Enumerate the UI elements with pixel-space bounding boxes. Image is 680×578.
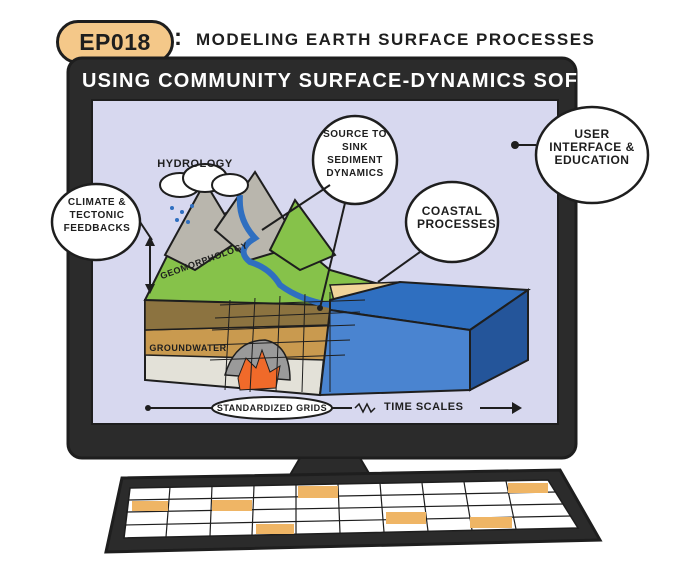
grid-overlay [209, 292, 366, 393]
ocean-side [469, 288, 529, 392]
label-hydrology: HYDROLOGY [157, 158, 233, 170]
river [236, 194, 331, 308]
label-source-to-sink: SOURCE TO SINK SEDIMENT DYNAMICS [323, 129, 387, 179]
episode-title: MODELING EARTH SURFACE PROCESSES [196, 30, 596, 49]
label-climate: CLIMATE & TECTONIC FEEDBACKS [63, 197, 131, 234]
hill-right [268, 198, 337, 272]
cloud [159, 163, 249, 198]
bubble-user-interface [534, 105, 650, 205]
label-time-scales: TIME SCALES [384, 401, 464, 413]
screen-title: USING COMMUNITY SURFACE-DYNAMICS SOFTWAR… [82, 70, 657, 92]
label-user-interface: USER INTERFACE & EDUCATION [549, 127, 635, 167]
bubble-coastal [404, 180, 500, 264]
label-coastal: COASTAL PROCESSES [417, 204, 497, 231]
episode-colon: : [174, 24, 183, 51]
keyboard-orange-keys [132, 483, 548, 534]
keyboard-keys-area [123, 479, 580, 539]
label-standardized-grids: STANDARDIZED GRIDS [216, 403, 328, 413]
standardized-grids-pill [211, 396, 333, 420]
rain [170, 204, 194, 224]
bubble-source-to-sink [311, 114, 399, 206]
magma [237, 348, 281, 391]
label-groundwater: GROUNDWATER [149, 343, 227, 353]
